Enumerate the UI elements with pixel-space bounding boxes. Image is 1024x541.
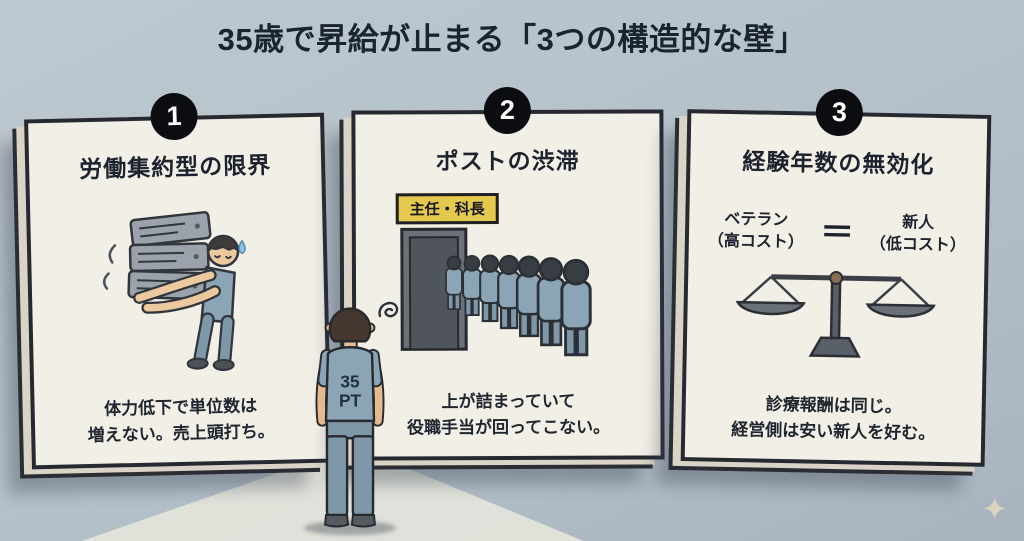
panel-2-heading: ポストの渋滞 (435, 147, 580, 175)
wall-panel-1: 1 労働集約型の限界 (24, 92, 332, 470)
queue-at-door-scene: 主任・科長 (388, 192, 629, 373)
caption-line: 経営側は安い新人を好む。 (731, 419, 936, 443)
equals-sign: ＝ (819, 213, 855, 252)
panel-1-content: 労働集約型の限界 (28, 117, 328, 466)
shoe (350, 514, 376, 528)
panel-1-illustration-area (40, 179, 317, 398)
caption-line: 役職手当が回ってこない。 (406, 417, 611, 437)
panel-3-illustration-area: ベテラン （高コスト） ＝ 新人 （低コスト） (696, 175, 976, 395)
panel-2-caption: 上が詰まっていて 役職手当が回ってこない。 (407, 389, 610, 445)
panel-1-heading: 労働集約型の限界 (78, 151, 272, 183)
panel-2-content: ポストの渋滞 主任・科長 (355, 113, 660, 456)
veteran-label-line: ベテラン (724, 210, 789, 229)
veteran-label: ベテラン （高コスト） (708, 208, 805, 253)
door-sign: 主任・科長 (395, 192, 499, 224)
caption-line: 診療報酬は同じ。 (765, 394, 902, 417)
carrying-heavy-boxes-illustration (102, 210, 246, 371)
caption-line: 上が詰まっていて (441, 391, 576, 412)
back-label-pt: PT (339, 391, 362, 411)
newcomer-label-line: （低コスト） (869, 235, 967, 254)
panel-3-heading: 経験年数の無効化 (742, 148, 935, 178)
cost-comparison-row: ベテラン （高コスト） ＝ 新人 （低コスト） (699, 208, 976, 256)
sparkle-icon: ✦ (981, 491, 1008, 527)
queue-of-people (445, 253, 592, 356)
balance-scale-illustration (735, 271, 936, 358)
sigh-squiggle-icon (378, 301, 399, 318)
wall-panel-2: 2 ポストの渋滞 主任・科長 (351, 86, 665, 461)
panel-1-caption: 体力低下で単位数は 増えない。売上頭打ち。 (87, 393, 275, 452)
panel-2-illustration-area: 主任・科長 (366, 176, 651, 390)
number-badge-2: 2 (483, 86, 531, 135)
newcomer-label-line: 新人 (902, 214, 935, 232)
panel-3-content: 経験年数の無効化 ベテラン （高コスト） ＝ 新人 （低コスト） (685, 113, 988, 463)
back-label-35: 35 (340, 371, 360, 391)
scrub-top (324, 346, 376, 423)
caption-line: 増えない。売上頭打ち。 (87, 421, 275, 445)
queue-at-door-illustration (400, 227, 592, 356)
panel-3-caption: 診療報酬は同じ。 経営側は安い新人を好む。 (731, 391, 936, 450)
shoe (324, 514, 350, 528)
therapist-back-figure: 35 PT (315, 307, 385, 528)
veteran-label-line: （高コスト） (707, 232, 805, 251)
pants-leg (325, 435, 349, 517)
pants-leg (351, 435, 375, 517)
page-title: 35歳で昇給が止まる「3つの構造的な壁」 (217, 22, 807, 57)
hair (328, 307, 372, 343)
wall-panel-3: 3 経験年数の無効化 ベテラン （高コスト） ＝ 新人 （低コスト） (680, 88, 992, 467)
newcomer-label: 新人 （低コスト） (870, 212, 967, 257)
caption-line: 体力低下で単位数は (103, 396, 258, 419)
